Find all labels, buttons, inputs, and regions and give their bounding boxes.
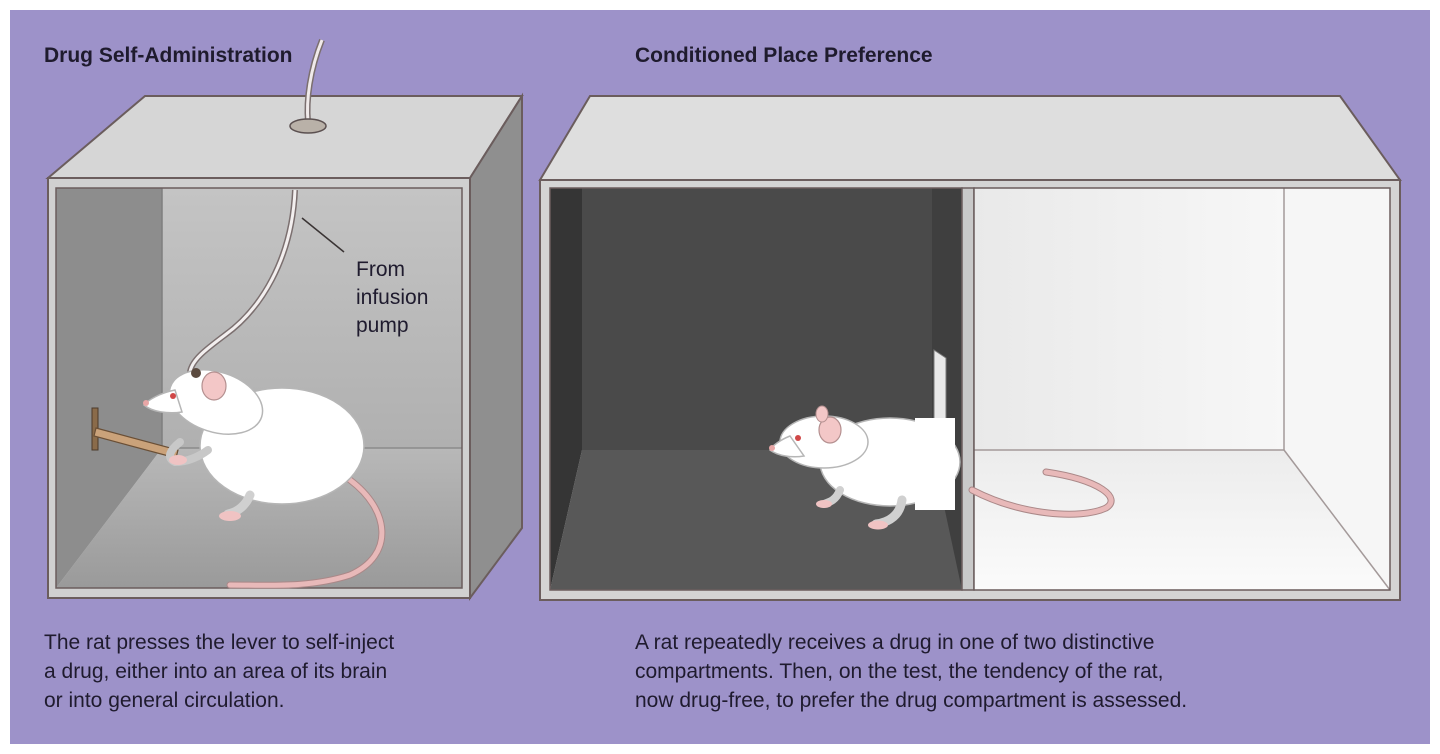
rat-self-administration (142, 368, 386, 589)
place-preference-caption: A rat repeatedly receives a drug in one … (635, 631, 1188, 712)
label-leader-line (301, 217, 345, 253)
dark-compartment (549, 187, 963, 591)
diagram-artwork (45, 38, 1402, 602)
figure-background: Drug Self-Administration Conditioned Pla… (10, 10, 1430, 744)
rat-place-preference (769, 405, 1115, 530)
place-preference-title: Conditioned Place Preference (635, 44, 933, 67)
self-administration-chamber (45, 92, 524, 602)
place-preference-apparatus (538, 95, 1402, 601)
self-administration-caption: The rat presses the lever to self-inject… (44, 631, 395, 712)
divider-wall (961, 187, 975, 591)
light-compartment (973, 187, 1391, 591)
infusion-pump-label: From infusion pump (356, 258, 429, 337)
self-administration-title: Drug Self-Administration (44, 44, 293, 67)
infusion-line (187, 38, 345, 373)
